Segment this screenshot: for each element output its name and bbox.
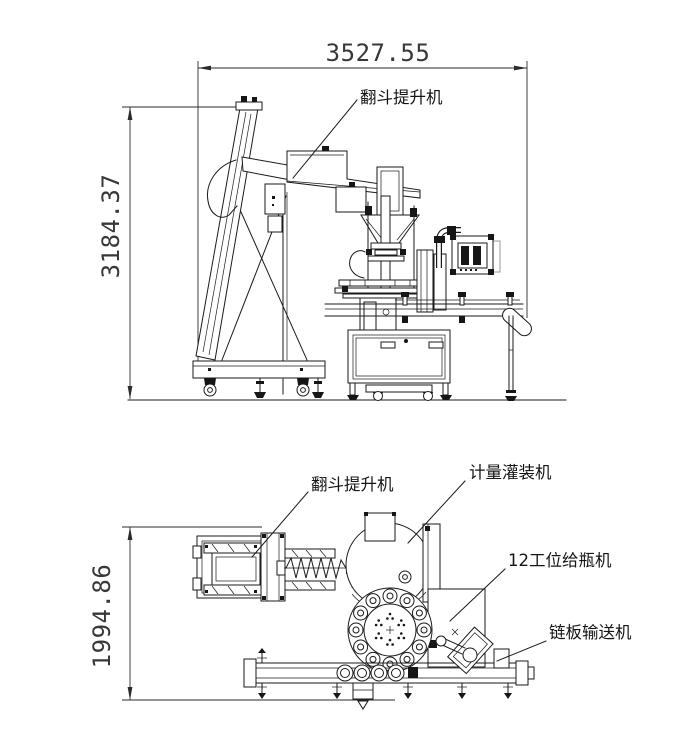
control-box (450, 234, 501, 275)
dim-depth-value: 1994.86 (88, 564, 116, 669)
conveyor-side (324, 292, 532, 401)
dimension-overall-depth: 1994.86 (88, 526, 395, 701)
dimension-overall-height: 3184.37 (97, 106, 240, 399)
turntable-index-dots (374, 612, 406, 646)
filling-machine-side (334, 166, 461, 333)
chain-conveyor-plan (243, 648, 535, 710)
callout-conveyor-label: 链板输送机 (549, 623, 632, 642)
callout-bottle-feeder-label: 12工位给瓶机 (508, 551, 612, 570)
dimension-overall-width: 3527.55 (197, 39, 528, 378)
callout-elevator-plan: 翻斗提升机 (251, 475, 394, 558)
view-side-elevation: 3527.55 3184.37 (97, 39, 567, 401)
leader-line (292, 99, 358, 179)
callout-elevator-side: 翻斗提升机 (292, 88, 443, 179)
bucket-elevator-side (192, 96, 326, 398)
bottle-feeder-turntable (347, 587, 433, 673)
callout-elevator-side-label: 翻斗提升机 (360, 88, 443, 107)
bucket-elevator-plan (192, 532, 286, 602)
dim-height-value: 3184.37 (97, 174, 125, 279)
leader-line (251, 491, 309, 558)
conveyor-feet (257, 648, 513, 699)
cabinet (347, 329, 452, 401)
callout-bottle-feeder: 12工位给瓶机 (449, 551, 612, 622)
view-plan: 1994.86 (88, 463, 632, 710)
callout-conveyor: 链板输送机 (496, 623, 632, 662)
callout-elevator-plan-label: 翻斗提升机 (311, 475, 394, 494)
leader-line (407, 480, 466, 544)
callout-filler: 计量灌装机 (407, 463, 552, 544)
leader-line (496, 640, 547, 662)
dim-width-value: 3527.55 (326, 39, 431, 67)
discharge-chute-plan (435, 626, 510, 675)
callout-filler-label: 计量灌装机 (469, 463, 552, 482)
leader-line (449, 568, 506, 622)
